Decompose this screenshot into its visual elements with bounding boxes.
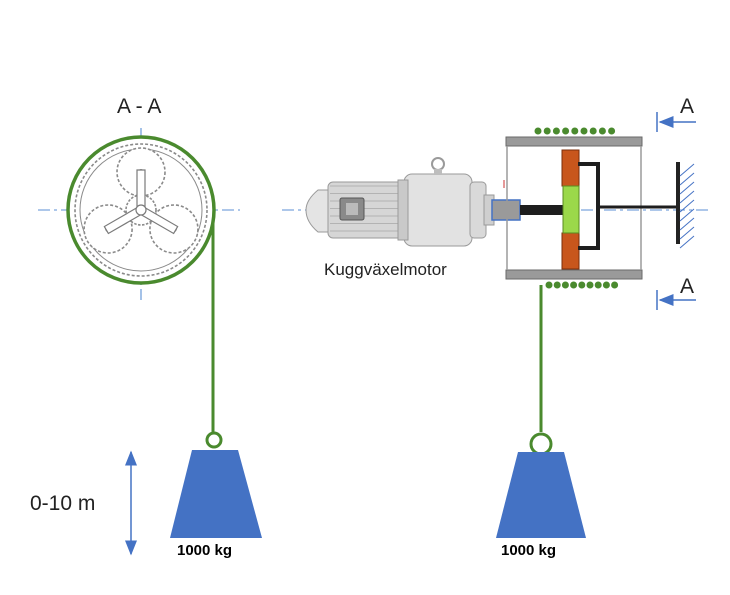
output-coupling: [491, 199, 521, 221]
section-title: A - A: [117, 95, 161, 118]
hatch-line: [679, 163, 695, 177]
hatch-line: [679, 181, 695, 195]
coil-dot: [561, 281, 569, 289]
coil-dot: [580, 127, 588, 135]
wall-hatch-lines: [679, 163, 695, 249]
magnet-bottom: [561, 232, 580, 270]
coil-dot: [552, 127, 560, 135]
hatch-line: [679, 208, 695, 222]
left-hook-ring: [205, 431, 223, 449]
right-mass-label: 1000 kg: [501, 542, 556, 559]
coil-dot: [543, 127, 551, 135]
hatch-line: [679, 217, 695, 231]
coil-dot: [562, 127, 570, 135]
coil-dot: [545, 281, 553, 289]
magnet-top: [561, 149, 580, 187]
left-weight: [170, 450, 262, 538]
hatch-line: [679, 235, 695, 249]
gearbox-housing: [403, 173, 473, 247]
motor-rear-cap: [305, 189, 331, 233]
lifting-eye: [431, 157, 445, 171]
hatch-line: [679, 199, 695, 213]
right-hook-ring: [529, 432, 553, 456]
coil-dot: [589, 127, 597, 135]
drum-top-plate: [505, 136, 643, 147]
carrier-arm: [136, 169, 146, 211]
coil-dot: [594, 281, 602, 289]
coil-dot: [570, 281, 578, 289]
coil-winding-bottom: [545, 281, 619, 289]
drum-bottom-plate: [505, 269, 643, 280]
hatch-line: [679, 226, 695, 240]
coil-dot: [602, 281, 610, 289]
hatch-line: [679, 172, 695, 186]
height-range-label: 0-10 m: [30, 492, 95, 515]
coil-dot: [586, 281, 594, 289]
coil-dot: [571, 127, 579, 135]
coil-winding-top: [534, 127, 616, 135]
rotor-bracket: [578, 162, 600, 250]
coil-dot: [608, 127, 616, 135]
coil-dot: [598, 127, 606, 135]
fixed-wall-hatch-icon: [676, 162, 695, 249]
planetary-gear-drum-icon: [66, 135, 216, 285]
gearbox-flange: [397, 179, 409, 241]
magnetic-coupling-drum-icon: [503, 127, 676, 289]
left-mass-label: 1000 kg: [177, 542, 232, 559]
output-shaft: [520, 205, 564, 215]
hatch-line: [679, 190, 695, 204]
coil-dot: [611, 281, 619, 289]
coil-dot: [578, 281, 586, 289]
terminal-box-inner: [346, 203, 358, 215]
planet-carrier: [103, 169, 179, 235]
coil-dot: [534, 127, 542, 135]
geared-motor-icon: [305, 157, 564, 247]
carrier-hub: [135, 204, 147, 216]
right-weight: [496, 452, 586, 538]
motor-label: Kuggväxelmotor: [324, 260, 447, 279]
lifting-eye-base: [434, 169, 442, 175]
motor-body: [327, 181, 405, 239]
ring-gear: [74, 143, 208, 277]
section-marker-top: A: [680, 95, 694, 118]
rotor-core: [562, 185, 580, 234]
section-marker-bottom: A: [680, 275, 694, 298]
coil-dot: [553, 281, 561, 289]
